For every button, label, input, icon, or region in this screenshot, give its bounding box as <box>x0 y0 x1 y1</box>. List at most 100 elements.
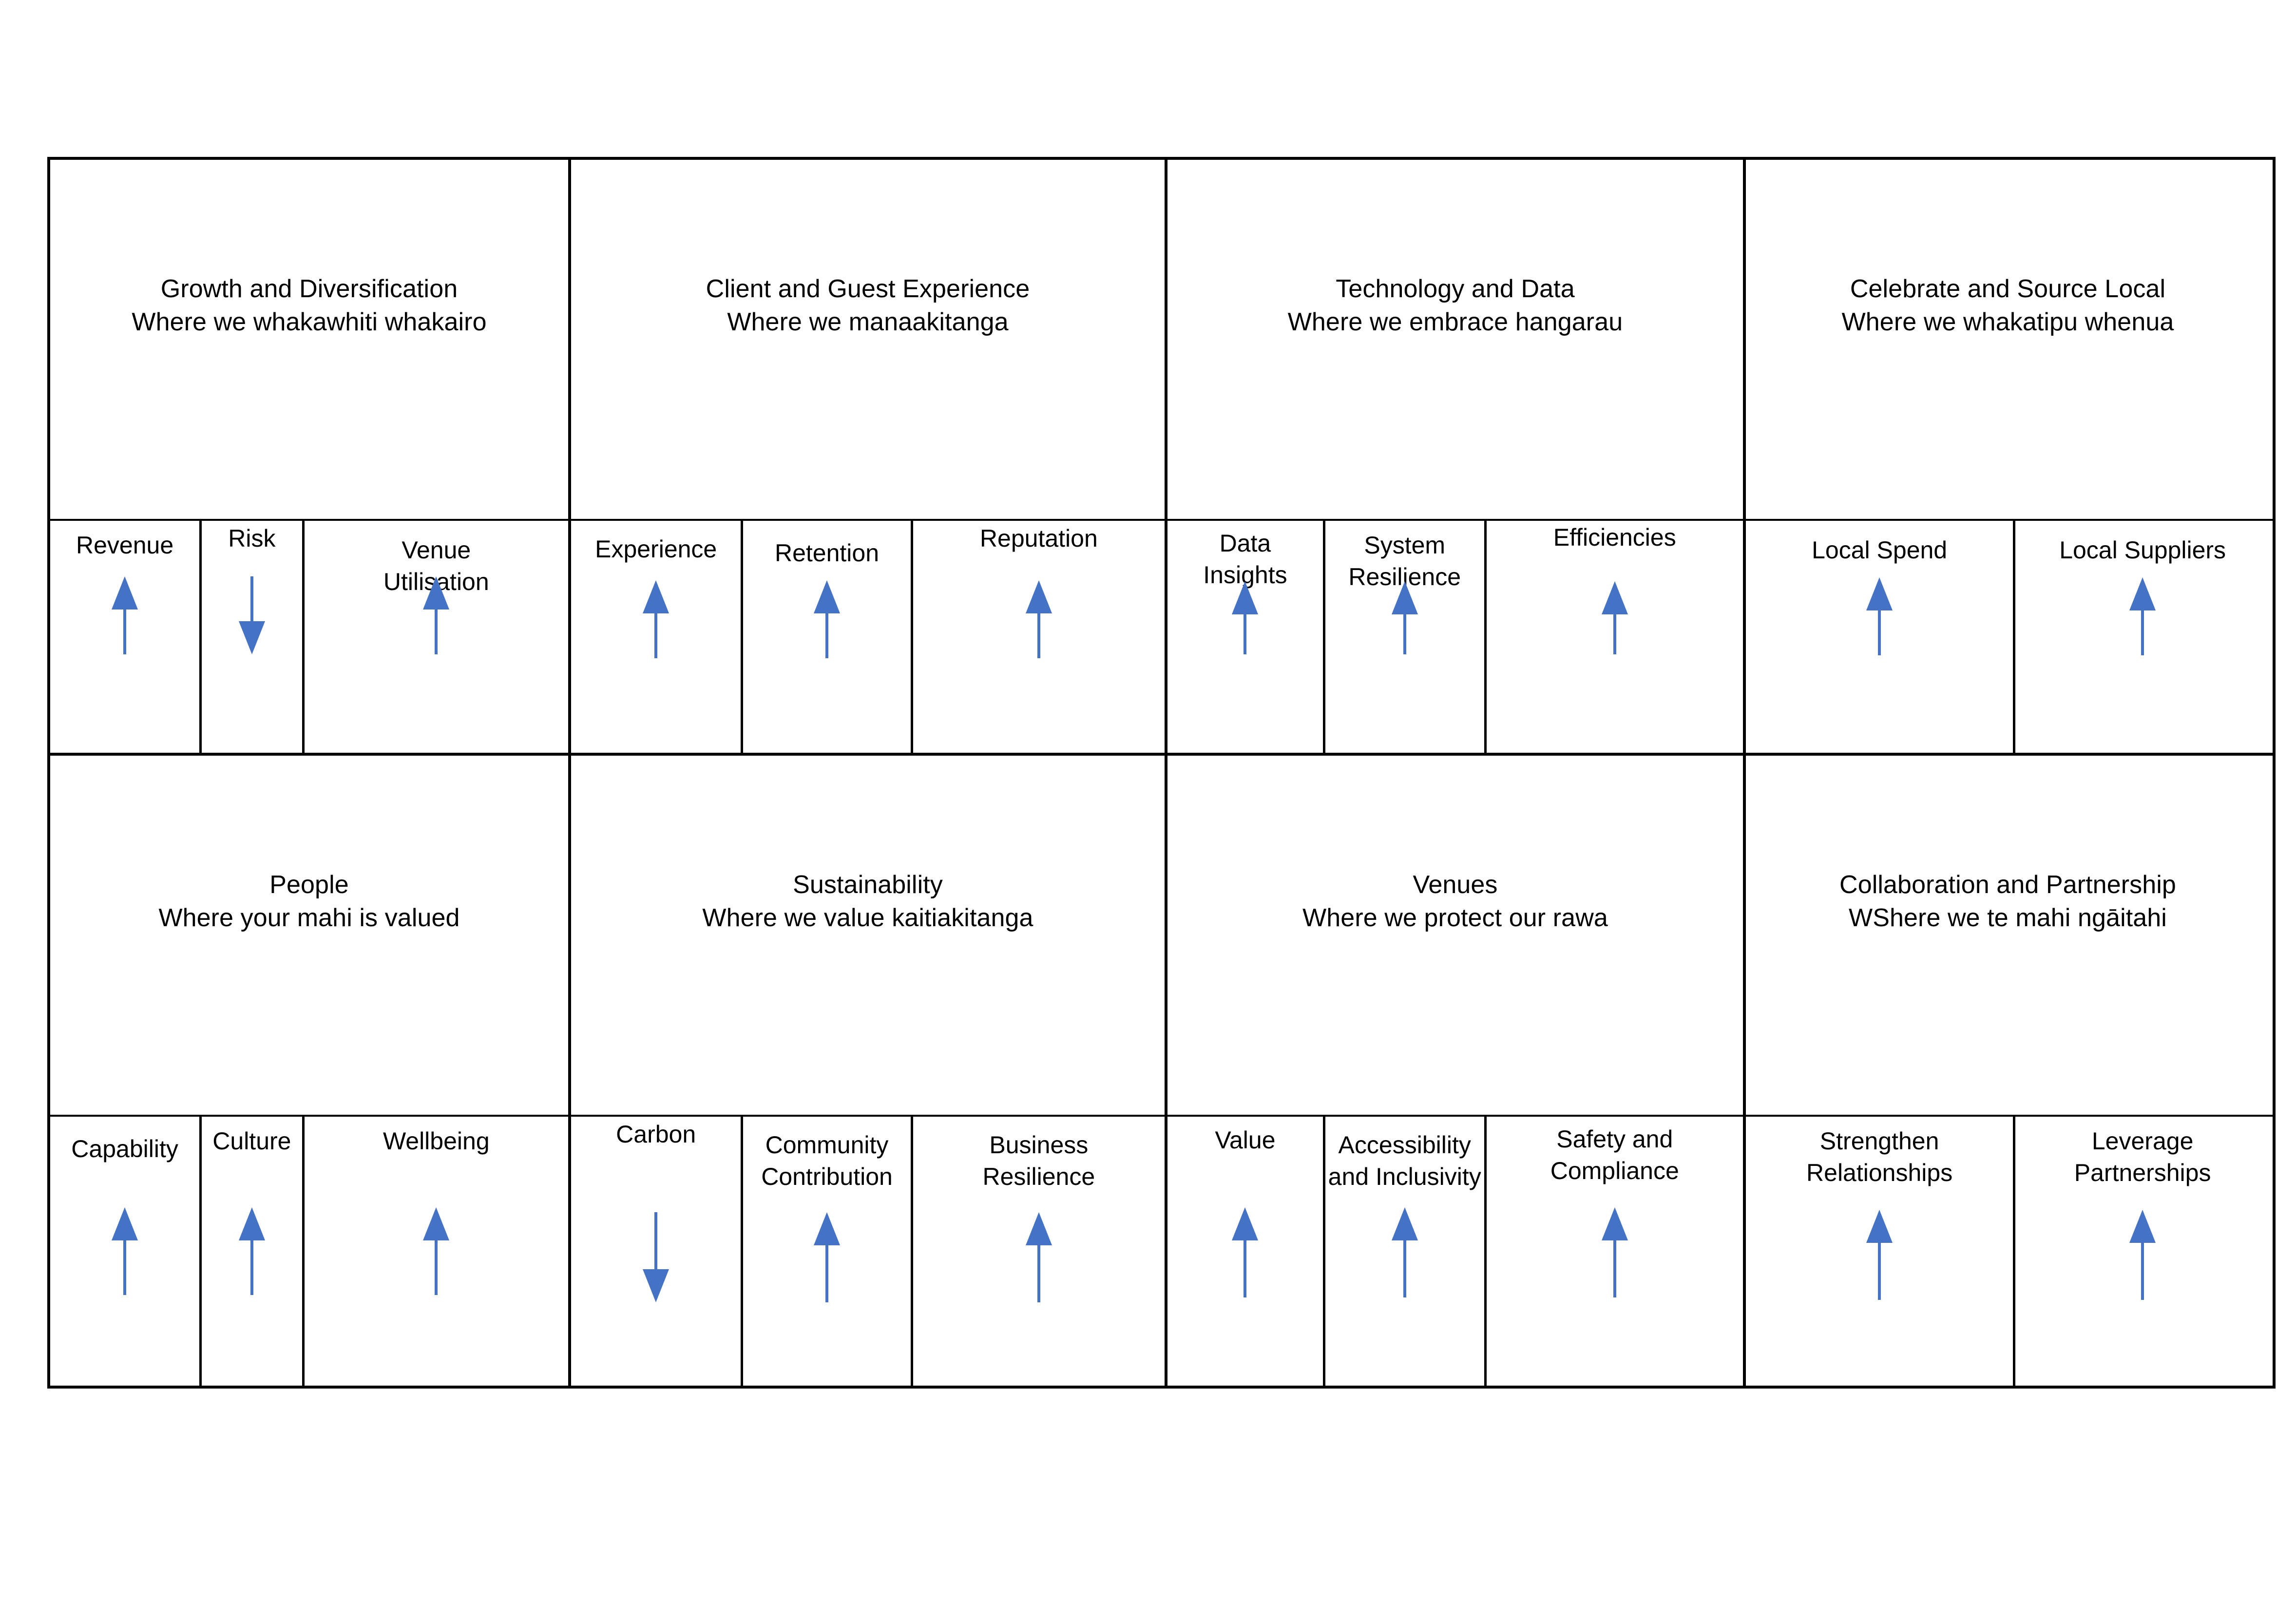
measure-label-line1: System <box>1364 532 1446 559</box>
pillar-group-2-measures: Experience Retention Reputation <box>568 519 1165 753</box>
measure-label-line1: Revenue <box>76 532 174 559</box>
measure-label-line1: Experience <box>595 535 717 563</box>
measure-label: Accessibility and Inclusivity <box>1325 1129 1484 1193</box>
header-underline <box>50 1115 2273 1117</box>
measure-cell[interactable]: Culture <box>199 1115 302 1386</box>
row-divider <box>50 753 2273 756</box>
measure-label-line1: Reputation <box>979 525 1098 552</box>
measure-cell[interactable]: Carbon <box>571 1115 741 1386</box>
measure-cell[interactable]: Revenue <box>50 519 199 753</box>
pillar-title-line2: Where we embrace hangarau <box>1287 307 1623 336</box>
measure-label: Carbon <box>571 1119 741 1150</box>
arrow-down-icon <box>641 1212 670 1302</box>
measure-label-line2: Resilience <box>982 1163 1095 1190</box>
arrow-up-icon <box>812 580 842 658</box>
measure-label: Capability <box>50 1133 199 1165</box>
measure-cell[interactable]: Retention <box>741 519 910 753</box>
measure-label: Efficiencies <box>1487 522 1743 553</box>
measure-cell[interactable]: Capability <box>50 1115 199 1386</box>
measure-label-line1: Wellbeing <box>383 1127 490 1155</box>
arrow-up-icon <box>110 576 139 654</box>
pillar-title-line2: Where your mahi is valued <box>158 903 460 932</box>
pillar-title-line1: Celebrate and Source Local <box>1850 275 2166 303</box>
pillar-title-line2: Where we manaakitanga <box>727 307 1009 336</box>
measure-label-line1: Local Suppliers <box>2059 536 2226 564</box>
measure-label-line1: Business <box>989 1131 1089 1159</box>
arrow-down-icon <box>237 576 267 654</box>
measure-cell[interactable]: Efficiencies <box>1484 519 1743 753</box>
arrow-up-icon <box>1600 581 1629 654</box>
measure-cell[interactable]: Value <box>1167 1115 1323 1386</box>
row1-metrics-band: Revenue Risk VenueUtilisation Experience Ret… <box>50 519 2273 753</box>
measure-label-line1: Culture <box>212 1127 291 1155</box>
pillar-title-line1: Collaboration and Partnership <box>1839 871 2176 899</box>
pillar-title-line1: Growth and Diversification <box>160 275 458 303</box>
pillar-title-line1: Sustainability <box>793 871 943 899</box>
measure-label-line2: Compliance <box>1550 1157 1679 1184</box>
measure-label-line1: Safety and <box>1556 1125 1673 1153</box>
arrow-up-icon <box>421 576 451 654</box>
measure-cell[interactable]: Risk <box>199 519 302 753</box>
measure-label: Local Suppliers <box>2015 534 2270 566</box>
measure-label-line1: Accessibility <box>1338 1131 1471 1159</box>
measure-cell[interactable]: Local Spend <box>1746 519 2013 753</box>
measure-label: Local Spend <box>1746 534 2013 566</box>
pillar-group-1-measures: Capability Culture Wellbeing <box>50 1115 568 1386</box>
measure-label-line1: Retention <box>774 539 880 567</box>
measure-cell[interactable]: Wellbeing <box>302 1115 568 1386</box>
measure-label-line1: Local Spend <box>1812 536 1948 564</box>
pillar-title-line1: Technology and Data <box>1336 275 1575 303</box>
measure-cell[interactable]: Experience <box>571 519 741 753</box>
arrow-up-icon <box>1390 581 1419 654</box>
arrow-up-icon <box>1600 1207 1629 1297</box>
arrow-up-icon <box>812 1212 842 1302</box>
measure-label-line1: Risk <box>228 525 276 552</box>
measure-cell[interactable]: Accessibility and Inclusivity <box>1322 1115 1484 1386</box>
measure-label-line1: Data <box>1219 530 1271 557</box>
measure-cell[interactable]: Reputation <box>910 519 1165 753</box>
measure-label-line2: and Inclusivity <box>1328 1163 1481 1190</box>
arrow-up-icon <box>1024 580 1053 658</box>
arrow-up-icon <box>2128 1210 2157 1300</box>
measure-label: Revenue <box>50 530 199 561</box>
measure-label-line1: Value <box>1215 1126 1276 1154</box>
measure-label-line1: Leverage <box>2091 1127 2194 1155</box>
measure-label: Experience <box>571 533 741 565</box>
measure-cell[interactable]: VenueUtilisation <box>302 519 568 753</box>
measure-label-line1: Capability <box>71 1135 178 1162</box>
measure-label-line1: Community <box>765 1131 889 1159</box>
pillar-group-4-measures: Local Spend Local Suppliers <box>1743 519 2270 753</box>
arrow-up-icon <box>1230 1207 1260 1297</box>
measure-cell[interactable]: Local Suppliers <box>2013 519 2270 753</box>
arrow-up-icon <box>2128 577 2157 655</box>
arrow-up-icon <box>1390 1207 1419 1297</box>
